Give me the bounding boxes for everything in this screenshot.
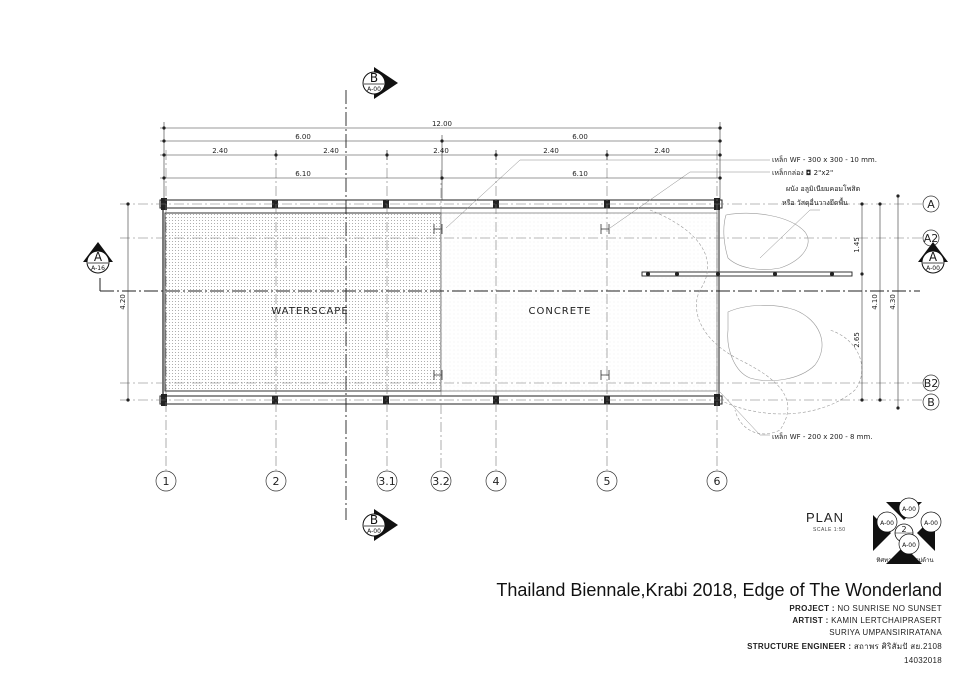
dim-sub-right: 6.10 <box>572 170 588 178</box>
artist-label: ARTIST : <box>792 616 829 625</box>
dim-right-inner: 4.10 <box>871 294 879 310</box>
svg-text:A: A <box>929 250 938 264</box>
svg-text:A-00: A-00 <box>926 265 940 272</box>
dim-right-outer: 4.30 <box>889 294 897 310</box>
note-bottom-steel: เหล็ก WF - 200 x 200 - 8 mm. <box>772 432 873 441</box>
grid-col-3-1: 3.1 <box>378 475 396 488</box>
grid-lines <box>120 150 925 470</box>
svg-text:A-16: A-16 <box>91 265 105 272</box>
grid-row-a: A <box>927 198 935 211</box>
grid-col-6: 6 <box>714 475 721 488</box>
section-tag-right: A A-00 <box>918 242 948 274</box>
project-row: PROJECT : NO SUNRISE NO SUNSET <box>462 604 942 613</box>
dim-bay-2: 2.40 <box>323 147 339 155</box>
engineer-row: STRUCTURE ENGINEER : สถาพร ศิริสัมปั สย.… <box>462 640 942 653</box>
grid-row-a2: A2 <box>924 232 939 245</box>
dim-bay-1: 2.40 <box>212 147 228 155</box>
grid-col-4: 4 <box>493 475 500 488</box>
note-bench-1: ผนัง อลูมิเนียมคอมโพสิต <box>786 184 861 193</box>
dim-bay-3: 2.40 <box>433 147 449 155</box>
svg-text:A-00: A-00 <box>902 506 916 513</box>
artist-value-1: KAMIN LERTCHAIPRASERT <box>831 616 942 625</box>
grid-col-3-2: 3.2 <box>432 475 450 488</box>
note-bench-2: หรือ วัสดุอื่นวางยึดพื้น <box>782 196 848 207</box>
plan-scale: SCALE 1:50 <box>813 527 846 533</box>
grid-col-5: 5 <box>604 475 611 488</box>
svg-text:A-00: A-00 <box>367 528 381 535</box>
section-tag-bottom: B A-00 <box>362 509 398 541</box>
side-dimension-ticks <box>126 194 900 410</box>
dim-bay-4: 2.40 <box>543 147 559 155</box>
engineer-value: สถาพร ศิริสัมปั สย.2108 <box>853 642 942 651</box>
svg-text:2: 2 <box>901 525 906 534</box>
dim-bay-5: 2.40 <box>654 147 670 155</box>
title-block: Thailand Biennale,Krabi 2018, Edge of Th… <box>462 580 942 665</box>
artist-row-2: SURIYA UMPANSIRIRATANA <box>462 628 942 637</box>
note-leaders <box>445 159 820 436</box>
note-top-steel: เหล็ก WF - 300 x 300 - 10 mm. <box>772 155 877 164</box>
drawing-code: 14032018 <box>904 656 942 665</box>
area-label-concrete: CONCRETE <box>528 306 591 317</box>
top-dimension-ticks <box>162 126 722 180</box>
svg-text:A: A <box>94 250 103 264</box>
area-label-waterscape: WATERSCAPE <box>271 306 348 317</box>
dim-right-b2: 2.65 <box>853 332 861 348</box>
grid-col-2: 2 <box>273 475 280 488</box>
section-cut-lines <box>100 90 920 520</box>
engineer-label: STRUCTURE ENGINEER : <box>747 642 852 651</box>
rock-outline <box>649 209 863 435</box>
project-value: NO SUNRISE NO SUNSET <box>837 604 942 613</box>
svg-text:A-00: A-00 <box>367 86 381 93</box>
svg-text:ทิศทางการมองรูปด้าน: ทิศทางการมองรูปด้าน <box>876 557 933 564</box>
grid-row-b: B <box>927 396 935 409</box>
steel-h-marks <box>433 224 610 380</box>
svg-text:A-00: A-00 <box>902 542 916 549</box>
drawing-title: Thailand Biennale,Krabi 2018, Edge of Th… <box>496 580 942 600</box>
key-plan-symbol: 2 A-00 A-00 A-00 A-00 ทิศทางการมองรูปด้า… <box>873 497 942 564</box>
plan-title: PLAN <box>806 510 844 525</box>
svg-text:A-00: A-00 <box>880 520 894 527</box>
artist-value-2: SURIYA UMPANSIRIRATANA <box>829 628 942 637</box>
bench-element <box>641 271 853 277</box>
svg-text:A-00: A-00 <box>924 520 938 527</box>
grid-col-1: 1 <box>163 475 170 488</box>
svg-text:B: B <box>370 71 378 85</box>
waterscape-area <box>164 212 442 392</box>
dim-right-a2: 1.45 <box>853 237 861 253</box>
column-grid-bubbles <box>155 470 728 492</box>
dim-half-right: 6.00 <box>572 133 588 141</box>
dim-sub-left: 6.10 <box>295 170 311 178</box>
row-grid-bubbles <box>922 195 940 411</box>
concrete-area <box>440 212 718 392</box>
dim-overall: 12.00 <box>432 120 452 128</box>
svg-text:B: B <box>370 513 378 527</box>
project-label: PROJECT : <box>789 604 835 613</box>
dim-half-left: 6.00 <box>295 133 311 141</box>
grid-row-b2: B2 <box>924 377 939 390</box>
dim-left-width: 4.20 <box>119 294 127 310</box>
artist-row: ARTIST : KAMIN LERTCHAIPRASERT <box>462 616 942 625</box>
section-tag-top: B A-00 <box>362 67 398 99</box>
note-box-steel: เหล็กกล่อง ◘ 2"x2" <box>772 168 833 177</box>
side-dimension-lines <box>127 196 899 408</box>
section-tag-left: A A-16 <box>83 242 113 274</box>
